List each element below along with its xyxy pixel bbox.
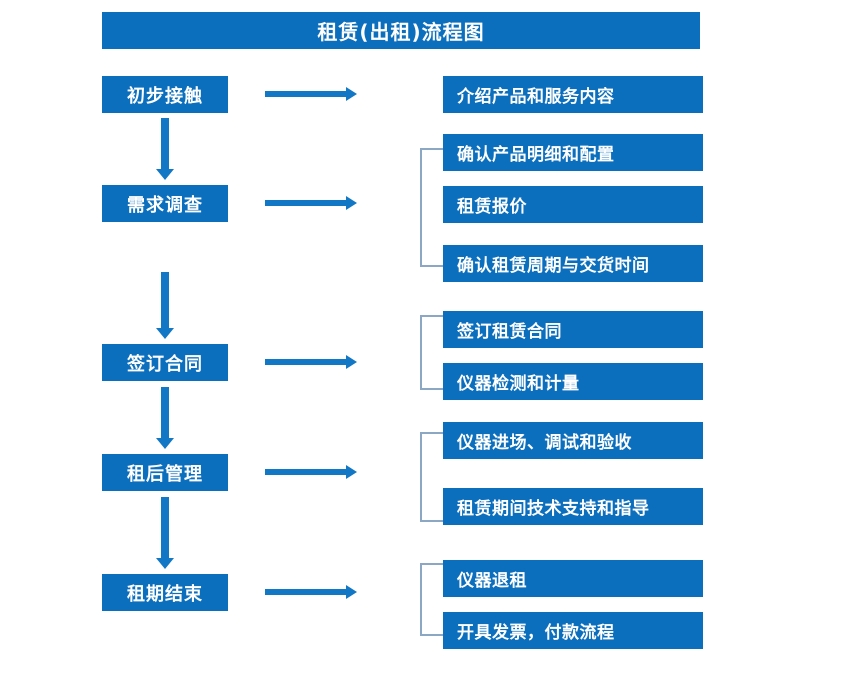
arrow-head-icon: [346, 585, 357, 599]
detail-box-5[interactable]: 签订租赁合同: [443, 311, 703, 348]
arrow-shaft: [265, 469, 347, 475]
detail-box-1[interactable]: 介绍产品和服务内容: [443, 76, 703, 113]
arrow-shaft: [161, 272, 169, 328]
arrow-shaft: [161, 118, 169, 169]
group-bracket-4: [420, 563, 443, 636]
arrow-head-icon: [156, 438, 174, 449]
arrow-shaft: [265, 91, 347, 97]
arrow-head-icon: [156, 169, 174, 180]
arrow-head-icon: [156, 558, 174, 569]
vertical-arrow-2: [156, 272, 174, 339]
detail-box-4[interactable]: 确认租赁周期与交货时间: [443, 245, 703, 282]
detail-box-8[interactable]: 租赁期间技术支持和指导: [443, 488, 703, 525]
vertical-arrow-4: [156, 497, 174, 569]
arrow-shaft: [265, 589, 347, 595]
arrow-head-icon: [346, 196, 357, 210]
group-bracket-1: [420, 148, 443, 267]
stage-box-1[interactable]: 初步接触: [102, 76, 228, 113]
horizontal-arrow-4: [265, 465, 357, 479]
horizontal-arrow-5: [265, 585, 357, 599]
detail-box-2[interactable]: 确认产品明细和配置: [443, 134, 703, 171]
group-bracket-2: [420, 315, 443, 390]
group-bracket-3: [420, 432, 443, 522]
arrow-head-icon: [346, 87, 357, 101]
vertical-arrow-1: [156, 118, 174, 180]
arrow-shaft: [265, 359, 347, 365]
arrow-shaft: [265, 200, 347, 206]
detail-box-7[interactable]: 仪器进场、调试和验收: [443, 422, 703, 459]
detail-box-9[interactable]: 仪器退租: [443, 560, 703, 597]
arrow-shaft: [161, 387, 169, 438]
arrow-head-icon: [156, 328, 174, 339]
horizontal-arrow-1: [265, 87, 357, 101]
arrow-shaft: [161, 497, 169, 558]
arrow-head-icon: [346, 465, 357, 479]
horizontal-arrow-2: [265, 196, 357, 210]
detail-box-10[interactable]: 开具发票，付款流程: [443, 612, 703, 649]
stage-box-3[interactable]: 签订合同: [102, 344, 228, 381]
vertical-arrow-3: [156, 387, 174, 449]
stage-box-4[interactable]: 租后管理: [102, 454, 228, 491]
arrow-head-icon: [346, 355, 357, 369]
detail-box-6[interactable]: 仪器检测和计量: [443, 363, 703, 400]
stage-box-5[interactable]: 租期结束: [102, 574, 228, 611]
stage-box-2[interactable]: 需求调查: [102, 185, 228, 222]
detail-box-3[interactable]: 租赁报价: [443, 186, 703, 223]
horizontal-arrow-3: [265, 355, 357, 369]
page-title: 租赁(出租)流程图: [102, 12, 700, 49]
